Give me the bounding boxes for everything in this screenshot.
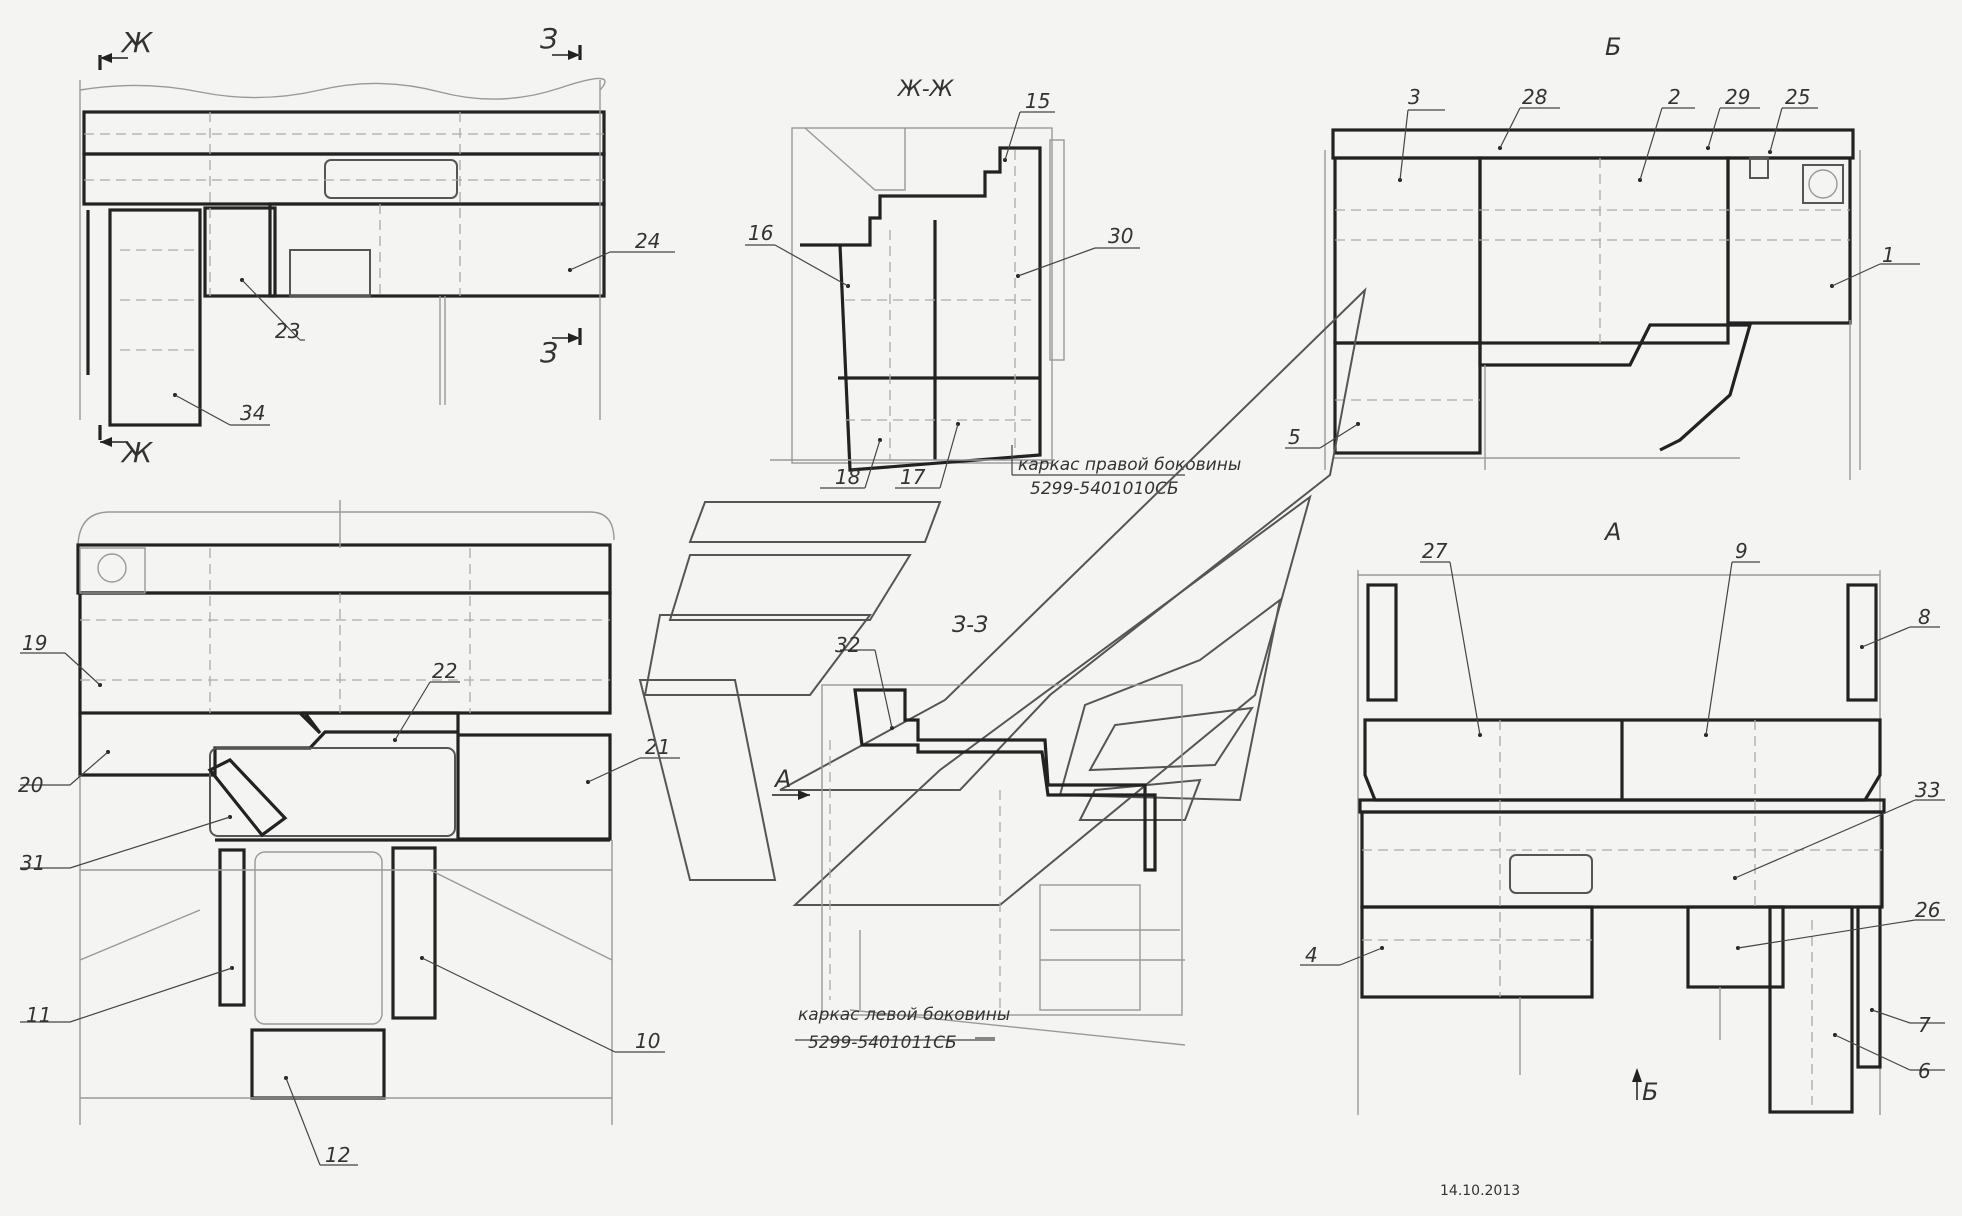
callout-26: 26 [1915,898,1940,922]
callout-9: 9 [1735,539,1748,563]
callout-22: 22 [432,659,457,683]
callout-31: 31 [20,851,45,875]
view-a-title: А [1603,518,1621,546]
cut-label-z-bottom: З [540,336,558,369]
right-side-frame-code: 5299-5401010СБ [1030,479,1179,499]
view-b: Б 3 28 2 29 25 1 [1285,33,1920,480]
callout-4: 4 [1305,943,1318,967]
cut-label-zh-bottom: Ж [120,436,154,469]
view-b-title: Б [1605,33,1621,61]
callout-23: 23 [275,319,300,343]
section-z-title: З-З [952,613,988,638]
right-side-frame-label: каркас правой боковины [1018,455,1241,475]
cut-label-zh-top: Ж [120,26,154,59]
callout-29: 29 [1725,85,1750,109]
callout-24: 24 [635,229,660,253]
view-a: А 27 9 [1300,518,1945,1115]
callout-25: 25 [1785,85,1810,109]
callout-16: 16 [748,221,773,245]
callout-30: 30 [1108,224,1133,248]
callout-17: 17 [900,465,926,489]
top-left-view: Ж Ж З З 24 23 34 [79,22,675,469]
callout-12: 12 [325,1143,350,1167]
arrow-b-label: Б [1642,1078,1658,1106]
callout-28: 28 [1522,85,1547,109]
callout-2: 2 [1668,85,1681,109]
drawing-date: 14.10.2013 [1440,1183,1520,1199]
section-z-z: 32 З-З А каркас левой боковины 5299-5401… [638,287,1367,1053]
callout-27: 27 [1422,539,1448,563]
callout-7: 7 [1918,1013,1931,1037]
callout-8: 8 [1918,605,1931,629]
callout-34: 34 [240,401,265,425]
bottom-left-view: 19 20 22 21 31 11 10 12 [18,500,680,1167]
callout-20: 20 [18,773,43,797]
section-zh-title: Ж-Ж [896,77,955,102]
callout-18: 18 [835,465,860,489]
callout-15: 15 [1025,89,1050,113]
callout-19: 19 [22,631,47,655]
callout-6: 6 [1918,1059,1931,1083]
callout-11: 11 [26,1003,51,1027]
arrow-a-label: А [773,765,791,793]
left-side-frame-code: 5299-5401011СБ [808,1033,957,1053]
cut-label-z-top: З [540,22,558,55]
section-zh-zh: Ж-Ж 15 16 30 18 17 каркас правой боковин… [745,77,1241,499]
callout-33: 33 [1915,778,1940,802]
callout-1: 1 [1882,243,1895,267]
left-side-frame-label: каркас левой боковины [798,1005,1010,1025]
callout-3: 3 [1408,85,1421,109]
callout-10: 10 [635,1029,660,1053]
callout-32: 32 [835,633,860,657]
callout-5: 5 [1288,425,1301,449]
